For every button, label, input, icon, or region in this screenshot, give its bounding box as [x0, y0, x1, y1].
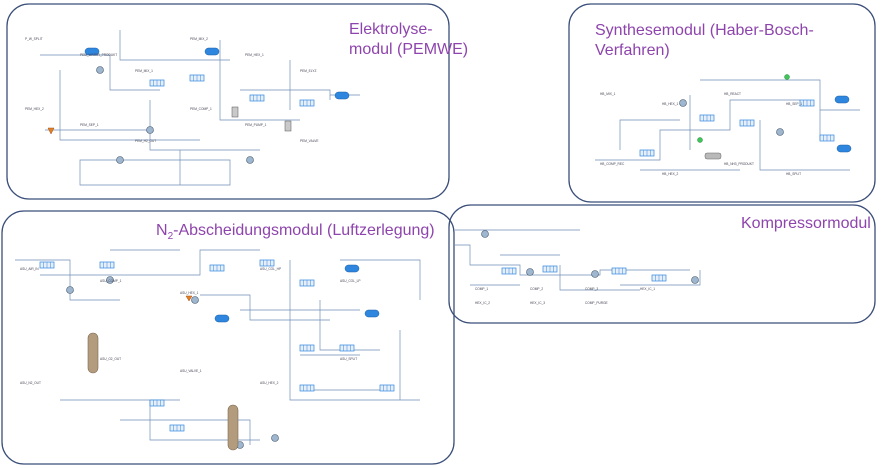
stream-label: PEM_MIX_2 [190, 37, 208, 41]
stream-label: HEX_IC_1 [640, 287, 655, 291]
vessel-icon [364, 309, 380, 318]
compressor-icon [96, 66, 104, 74]
equipment-blocks [39, 47, 852, 451]
valve-icon [47, 127, 55, 135]
vessel-icon [204, 47, 220, 56]
vessel-icon [836, 144, 852, 153]
stream-line [595, 79, 860, 171]
stream-label: PEM_COMP_1 [190, 107, 212, 111]
compressor-module-title: Kompressormodul [741, 215, 871, 232]
stream-label: HB_HEX_1 [662, 102, 679, 106]
stream-label: ASU_COL_LP [340, 279, 361, 283]
compressor-icon [66, 286, 74, 294]
stream-label: ASU_AIR_IN [20, 267, 39, 271]
stream-line [15, 249, 421, 445]
stream-label: HEX_IC_3 [530, 301, 545, 305]
compressor-icon [526, 268, 534, 276]
compressor-icon [691, 276, 699, 284]
vessel-icon [344, 264, 360, 273]
electrolysis-title-line2: modul (PEMWE) [349, 41, 469, 58]
air-separation-title-suffix: -Abscheidungsmodul (Luftzerlegung) [173, 222, 435, 239]
compressor-icon [679, 99, 687, 107]
electrolysis-title-line1: Elektrolyse- [349, 21, 433, 38]
electrolysis-module-title: Elektrolyse- modul (PEMWE) [349, 20, 468, 60]
stream-label: PEM_H2_OUT [135, 139, 156, 143]
stream-label: HB_HEX_2 [662, 172, 679, 176]
stream-label: PEM_VALVE [300, 139, 318, 143]
stream-label: ASU_COMP_1 [100, 279, 122, 283]
compressor-icon [591, 270, 599, 278]
stream-label: HB_COMP_REC [600, 162, 625, 166]
separator-icon [284, 120, 292, 132]
vessel-icon [214, 314, 230, 323]
synthesis-title-line1: Synthesemodul (Haber-Bosch- [595, 22, 814, 39]
compressor-icon [106, 276, 114, 284]
stream-line [455, 229, 701, 291]
stream-label: ASU_SPLIT [340, 357, 357, 361]
status-indicator-icon [697, 137, 703, 143]
stream-label: ASU_HEX_2 [260, 381, 279, 385]
status-indicator-icon [784, 74, 790, 80]
stream-label: ASU_N2_OUT [20, 381, 41, 385]
distillation-column-icon [87, 332, 99, 374]
vessel-icon [834, 95, 850, 104]
compressor-icon [481, 230, 489, 238]
stream-line [40, 30, 360, 186]
stream-label: COMP_3 [585, 287, 598, 291]
stream-label: HB_MIX_1 [600, 92, 616, 96]
compressor-icon [776, 128, 784, 136]
stream-labels: P_W_SPLIT PEM_WATER_PRODUKT PEM_MIX_1 PEM_M… [20, 37, 802, 385]
compressor-icon [271, 434, 279, 442]
stream-label: ASU_COL_HP [260, 267, 281, 271]
stream-label: P_W_SPLIT [25, 37, 43, 41]
stream-label: PEM_HEX_1 [245, 53, 264, 57]
electrolysis-module-frame [6, 3, 450, 200]
separator-icon [231, 106, 239, 118]
air-separation-title-prefix: N [156, 222, 168, 239]
stream-label: ASU_O2_OUT [100, 357, 121, 361]
compressor-icon [191, 296, 199, 304]
stream-label: ASU_VALVE_1 [180, 369, 202, 373]
stream-label: PEM_WATER_PRODUKT [80, 53, 117, 57]
stream-label: HB_SPLIT [786, 172, 801, 176]
valve-icon [185, 295, 193, 302]
vessel-icon [84, 47, 100, 56]
synthesis-module-title: Synthesemodul (Haber-Bosch- Verfahren) [595, 21, 814, 61]
air-separation-module-title: N2-Abscheidungsmodul (Luftzerlegung) [156, 221, 435, 247]
compressor-icon [246, 156, 254, 164]
stream-label: PEM_PUMP_1 [245, 123, 267, 127]
stream-label: HB_NH3_PRODUKT [724, 162, 754, 166]
stream-label: PEM_HEX_2 [25, 107, 44, 111]
compressor-icon [116, 156, 124, 164]
synthesis-title-line2: Verfahren) [595, 42, 670, 59]
stream-label: HEX_IC_2 [475, 301, 490, 305]
distillation-column-icon [227, 404, 239, 451]
stream-label: COMP_2 [530, 287, 543, 291]
stream-label: ASU_HEX_1 [180, 291, 199, 295]
vessel-icon [334, 91, 350, 100]
compressor-module-frame [448, 204, 876, 324]
air-separation-module-frame [1, 210, 455, 465]
synthesis-module-frame [568, 3, 876, 203]
stream-label: HB_SEP_1 [786, 102, 802, 106]
stream-label: PEM_SEP_1 [80, 123, 99, 127]
compressor-icon [146, 126, 154, 134]
air-separation-title-subscript: 2 [167, 231, 174, 243]
stream-label: COMP_PURGE [585, 301, 608, 305]
stream-lines [15, 30, 860, 445]
stream-label: COMP_1 [475, 287, 488, 291]
stream-label: PEM_ELYZ [300, 69, 316, 73]
reactor-icon [704, 152, 722, 160]
stream-label: PEM_MIX_1 [135, 69, 153, 73]
stream-label: HB_REACT [724, 92, 741, 96]
